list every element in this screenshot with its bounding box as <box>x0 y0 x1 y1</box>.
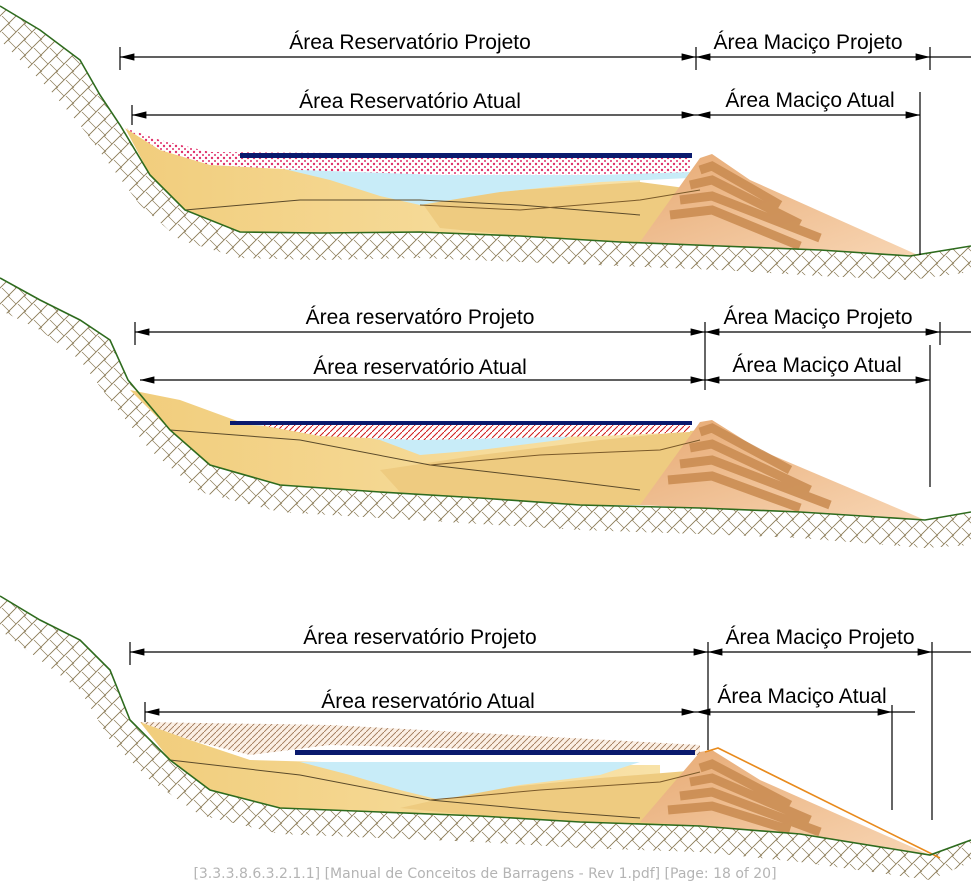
panel-2: Área reservatóro Projeto Área Maciço Pro… <box>0 277 971 548</box>
pink-sediment-layer <box>125 128 690 175</box>
label-dam-project: Área Maciço Projeto <box>723 306 912 329</box>
panel-1: Área Reservatório Projeto Área Maciço Pr… <box>0 5 971 280</box>
dam-project-outline <box>704 747 941 859</box>
dam-stripes <box>667 423 832 513</box>
panel-3: Área reservatório Projeto Área Maciço Pr… <box>0 595 971 880</box>
label-dam-project: Área Maciço Projeto <box>725 626 914 649</box>
label-dam-current: Área Maciço Atual <box>717 685 886 708</box>
label-reservoir-current: Área reservatório Atual <box>313 356 527 379</box>
dam-stripes <box>667 759 822 837</box>
label-dam-current: Área Maciço Atual <box>732 354 901 377</box>
water-surface <box>295 750 695 755</box>
water-surface <box>230 421 692 425</box>
label-reservoir-project: Área reservatóro Projeto <box>306 306 535 329</box>
terrain-line <box>0 277 971 521</box>
water-surface <box>240 153 692 158</box>
label-dam-current: Área Maciço Atual <box>725 89 894 112</box>
terrain-line <box>0 595 971 856</box>
sand-layer <box>420 182 700 242</box>
source-caption: [3.3.3.8.6.3.2.1.1] [Manual de Conceitos… <box>193 866 776 882</box>
dam-stripes <box>669 161 822 251</box>
label-reservoir-current: Área Reservatório Atual <box>299 90 521 113</box>
label-reservoir-project: Área Reservatório Projeto <box>289 31 531 54</box>
terrain-line <box>0 5 971 257</box>
red-hatch-sediment <box>260 423 690 440</box>
brown-hatch-sediment <box>140 722 700 755</box>
label-dam-project: Área Maciço Projeto <box>713 31 902 54</box>
rock-foundation <box>0 596 971 880</box>
label-reservoir-current: Área reservatório Atual <box>321 690 535 713</box>
water-body <box>300 762 640 800</box>
sand-layer <box>380 430 700 505</box>
rock-foundation <box>0 278 971 548</box>
label-reservoir-project: Área reservatório Projeto <box>303 626 536 649</box>
